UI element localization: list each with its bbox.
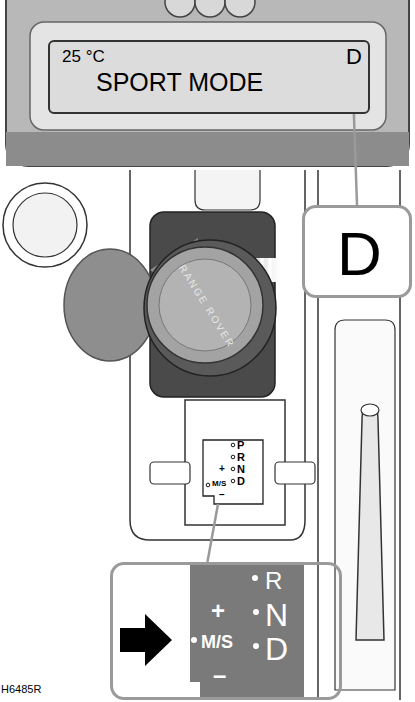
- inset-dot: [253, 609, 259, 615]
- console-slot: [195, 170, 260, 210]
- gate-symbol: –: [219, 490, 225, 500]
- cup-holder: [3, 183, 87, 267]
- detail-inset: R + N M/S D –: [110, 562, 342, 700]
- dial-bump: [165, 0, 195, 17]
- inset-plate: [190, 565, 304, 697]
- selector-gate: PRND + M/S –: [203, 440, 263, 504]
- dial-bump: [195, 0, 225, 17]
- gate-letter: P: [237, 440, 244, 451]
- inset-dot: [253, 643, 259, 649]
- inset-letter: D: [265, 633, 288, 665]
- gate-letter: N: [237, 464, 245, 475]
- dial-bump: [225, 0, 255, 17]
- inset-dot: [191, 637, 197, 643]
- inset-symbol: –: [213, 663, 226, 687]
- inset-dot: [252, 575, 258, 581]
- handbrake-lever: [356, 405, 384, 640]
- mode-message: SPORT MODE: [96, 70, 263, 95]
- inset-letter: R: [265, 569, 282, 593]
- gate-dot: [206, 483, 210, 487]
- gear-indicator: D: [346, 46, 362, 68]
- pointer-arrow: [120, 614, 172, 666]
- gate-dot: [231, 455, 235, 459]
- figure-code: H6485R: [1, 684, 81, 695]
- leader-line: [354, 114, 357, 205]
- gate-dot: [231, 479, 235, 483]
- display-screen: 25 °C SPORT MODE D: [48, 40, 370, 114]
- gear-indicator-enlarged: D: [337, 223, 382, 285]
- inset-symbol: +: [211, 599, 225, 623]
- side-switch: [150, 462, 190, 484]
- bezel-band: [6, 132, 409, 166]
- display-surround: [30, 22, 386, 130]
- cup-holder-inner: [13, 193, 77, 257]
- inset-letter: N: [265, 599, 288, 631]
- gate-letter: D: [237, 476, 245, 487]
- gate-letter: R: [237, 452, 245, 463]
- handbrake-recess: [335, 320, 395, 690]
- knob-inner: [159, 259, 251, 351]
- ghost-knob: [64, 249, 156, 361]
- gate-symbol: M/S: [212, 480, 226, 488]
- knob-body: [144, 240, 276, 376]
- gate-dot: [231, 443, 235, 447]
- knob-top: [147, 247, 263, 363]
- handbrake-button: [361, 404, 379, 416]
- display-bezel: [6, 0, 409, 166]
- gate-plate: [203, 440, 263, 504]
- inset-symbol: M/S: [201, 633, 233, 651]
- callout-box: D: [302, 205, 412, 298]
- temperature-readout: 25 °C: [62, 48, 105, 65]
- gate-dot: [231, 467, 235, 471]
- leader-line: [207, 504, 218, 562]
- gate-surround: [185, 400, 285, 525]
- gate-symbol: +: [219, 464, 225, 474]
- side-switch: [275, 462, 315, 484]
